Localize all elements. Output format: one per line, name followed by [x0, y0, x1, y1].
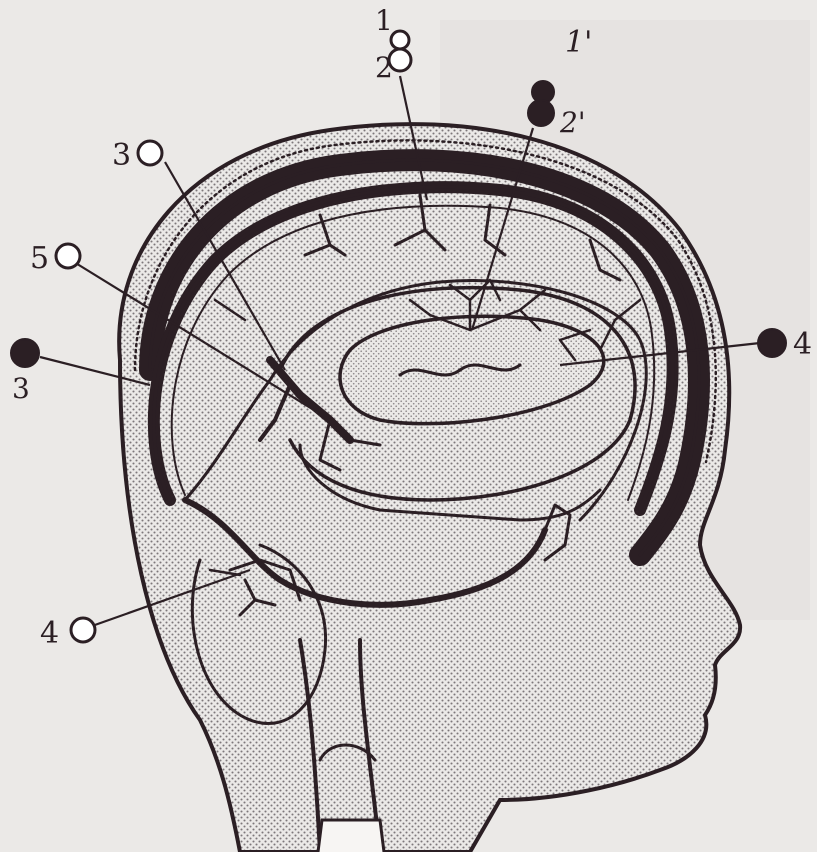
marker-5-open: 5 — [30, 241, 80, 276]
marker-label-1: 1 — [375, 4, 393, 37]
marker-2-open: 2 — [375, 49, 411, 84]
marker-label-4-open: 4 — [40, 616, 59, 651]
marker-3-filled: 3 — [11, 339, 39, 405]
marker-label-3-open: 3 — [112, 138, 131, 173]
marker-label-2prime: 2' — [559, 106, 586, 139]
marker-label-4-filled: 4 — [793, 327, 812, 362]
marker-1-open: 1 — [375, 4, 409, 49]
marker-label-3-filled: 3 — [12, 372, 30, 405]
marker-label-5: 5 — [30, 241, 49, 276]
marker-label-1prime: 1' — [565, 25, 592, 60]
marker-label-2: 2 — [375, 51, 393, 84]
marker-4-open: 4 — [40, 616, 95, 651]
marker-3-open: 3 — [112, 138, 162, 173]
